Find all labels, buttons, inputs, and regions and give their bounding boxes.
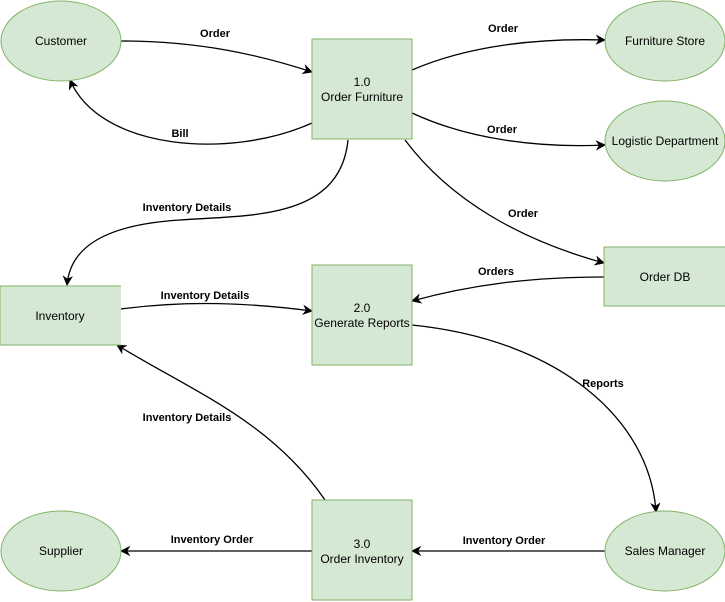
process-order-inventory[interactable]: 3.0 Order Inventory bbox=[311, 499, 413, 601]
datastore-inventory-label: Inventory bbox=[35, 309, 84, 323]
edge-order-furniture-to-furniture-store bbox=[411, 34, 607, 71]
process-order-furniture-number: 1.0 bbox=[354, 75, 371, 89]
edge-label-p3-to-supplier: Inventory Order bbox=[171, 534, 254, 546]
entity-furniture-store-label: Furniture Store bbox=[625, 34, 705, 48]
process-order-furniture-label: Order Furniture bbox=[321, 90, 403, 104]
entity-supplier[interactable]: Supplier bbox=[0, 510, 122, 592]
process-order-inventory-number: 3.0 bbox=[354, 537, 371, 551]
edge-order-furniture-to-order-db bbox=[404, 139, 606, 266]
entity-furniture-store[interactable]: Furniture Store bbox=[604, 0, 725, 82]
entity-logistic-department[interactable]: Logistic Department bbox=[604, 100, 725, 182]
edge-generate-reports-to-sales-manager bbox=[411, 324, 661, 514]
edge-inventory-to-generate-reports bbox=[120, 302, 314, 315]
edges bbox=[62, 34, 661, 557]
edge-order-furniture-to-inventory bbox=[62, 139, 349, 287]
datastore-order-db[interactable]: Order DB bbox=[603, 246, 725, 307]
process-generate-reports[interactable]: 2.0 Generate Reports bbox=[311, 264, 413, 366]
process-generate-reports-label: Generate Reports bbox=[314, 316, 409, 330]
edge-label-inventory-to-p2: Inventory Details bbox=[161, 290, 250, 302]
edge-label-p3-to-inventory: Inventory Details bbox=[143, 412, 232, 424]
process-generate-reports-number: 2.0 bbox=[354, 301, 371, 315]
edge-label-p1-to-inventory: Inventory Details bbox=[143, 202, 232, 214]
edge-label-sales-to-p3: Inventory Order bbox=[463, 535, 546, 547]
entity-customer-label: Customer bbox=[35, 34, 87, 48]
edge-label-p2-to-sales: Reports bbox=[582, 378, 624, 390]
edge-label-p1-to-store: Order bbox=[488, 23, 519, 35]
datastore-order-db-label: Order DB bbox=[640, 270, 691, 284]
entity-sales-manager[interactable]: Sales Manager bbox=[604, 510, 725, 592]
entity-supplier-label: Supplier bbox=[39, 544, 83, 558]
edge-order-furniture-to-customer bbox=[68, 79, 313, 145]
edge-label-orderdb-to-p2: Orders bbox=[478, 266, 514, 278]
edge-label-p1-to-orderdb: Order bbox=[508, 208, 539, 220]
entity-customer[interactable]: Customer bbox=[0, 0, 122, 82]
edge-order-inventory-to-inventory bbox=[116, 344, 326, 501]
edge-label-p1-to-logistic: Order bbox=[487, 124, 518, 136]
edge-label-customer-to-p1: Order bbox=[200, 28, 231, 40]
edge-labels: Order Bill Order Order Order Inventory D… bbox=[143, 23, 624, 547]
entity-sales-manager-label: Sales Manager bbox=[625, 544, 706, 558]
edge-label-p1-to-customer: Bill bbox=[171, 128, 188, 140]
process-order-furniture[interactable]: 1.0 Order Furniture bbox=[311, 38, 413, 140]
edge-customer-to-order-furniture bbox=[119, 40, 313, 75]
entity-logistic-department-label: Logistic Department bbox=[612, 134, 719, 148]
edge-order-furniture-to-logistic bbox=[411, 112, 607, 151]
process-order-inventory-label: Order Inventory bbox=[320, 552, 403, 566]
edge-order-db-to-generate-reports bbox=[410, 276, 605, 304]
datastore-inventory[interactable]: Inventory bbox=[0, 285, 121, 346]
